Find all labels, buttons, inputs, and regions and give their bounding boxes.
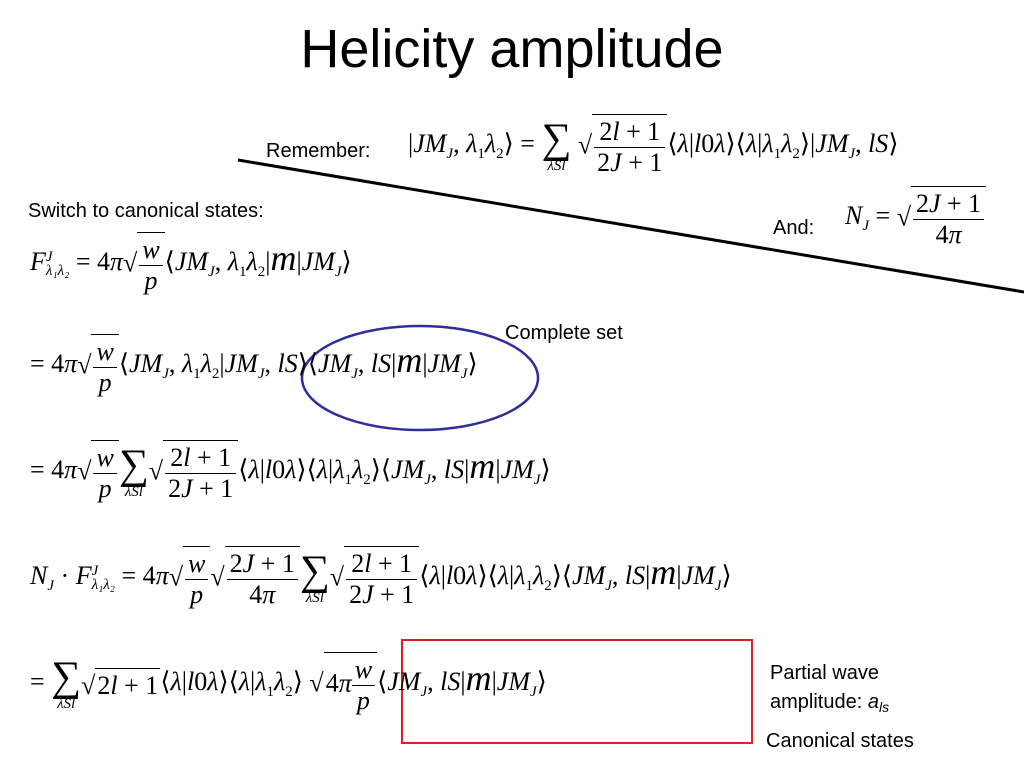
complete-set-ellipse <box>300 324 540 432</box>
and-label: And: <box>773 217 815 239</box>
canonical-states-box <box>401 639 753 744</box>
switch-label: Switch to canonical states: <box>28 200 264 222</box>
partial-wave-label-line2: amplitude: als <box>770 691 889 715</box>
complete-set-label: Complete set <box>505 322 623 344</box>
partial-wave-text: amplitude: <box>770 691 868 713</box>
partial-wave-label-line1: Partial wave <box>770 662 879 684</box>
partial-wave-symbol: a <box>867 691 879 713</box>
remember-label: Remember: <box>266 140 371 162</box>
partial-wave-subscript: ls <box>878 699 890 715</box>
canonical-states-label: Canonical states <box>766 730 914 752</box>
slide-title: Helicity amplitude <box>300 19 724 79</box>
